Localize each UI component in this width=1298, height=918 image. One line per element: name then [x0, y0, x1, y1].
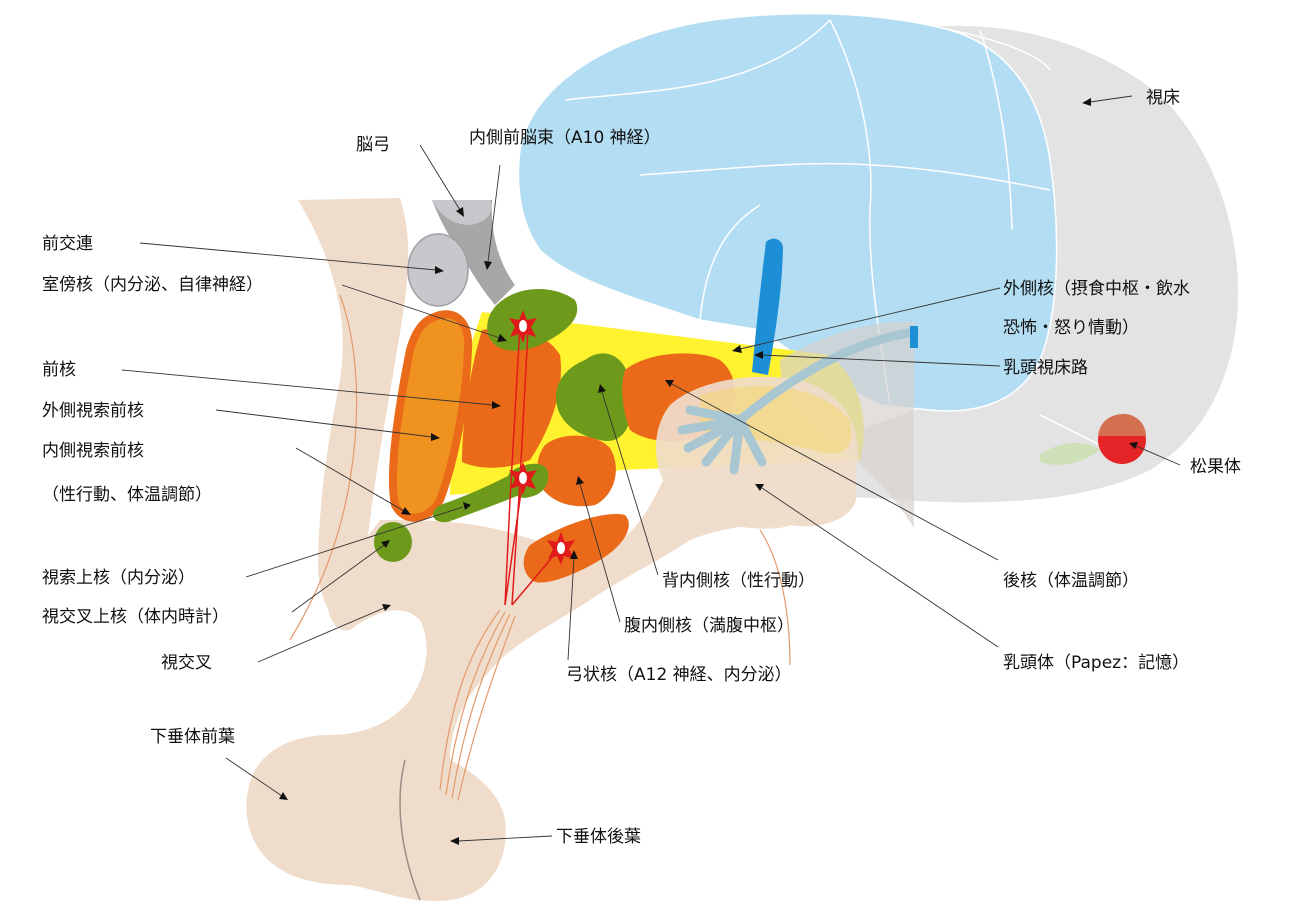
suprachiasmatic-nucleus	[374, 522, 412, 562]
label-anterior-pituitary: 下垂体前葉	[150, 727, 235, 747]
infundibulum-fibers	[439, 609, 516, 801]
dorsomedial-nucleus	[555, 353, 633, 441]
leader-lines	[121, 95, 1181, 845]
mammillothalamic-fan	[677, 327, 919, 475]
label-lateral-preoptic-nucleus: 外側視索前核	[42, 401, 144, 421]
label-supraoptic-nucleus: 視索上核（内分泌）	[42, 568, 195, 588]
label-pineal-body: 松果体	[1190, 457, 1241, 477]
label-medial-forebrain-bundle: 内側前脳束（A10 神経）	[469, 128, 661, 148]
label-mammillothalamic-tract: 乳頭視床路	[1003, 358, 1088, 378]
label-arcuate-nucleus: 弓状核（A12 神経、内分泌）	[566, 665, 792, 685]
neuron-icon-paraventricular	[509, 310, 537, 343]
arcuate-nucleus	[523, 514, 629, 583]
thalamus-outline	[949, 29, 1101, 446]
label-posterior-nucleus: 後核（体温調節）	[1003, 571, 1139, 591]
label-anterior-nucleus: 前核	[42, 360, 76, 380]
third-ventricle-wall	[298, 198, 409, 630]
label-paraventricular-nucleus: 室傍核（内分泌、自律神経）	[42, 275, 263, 295]
ventromedial-nucleus	[537, 435, 616, 507]
pineal-body-top	[1098, 414, 1146, 436]
label-suprachiasmatic-nucleus: 視交叉上核（体内時計）	[42, 607, 229, 627]
label-ventromedial-nucleus: 腹内側核（満腹中枢）	[624, 616, 794, 636]
lateral-preoptic-nucleus	[388, 310, 473, 522]
pituitary-divider	[399, 759, 421, 901]
anterior-nucleus	[462, 328, 561, 468]
label-medial-preoptic-function: （性行動、体温調節）	[42, 485, 212, 505]
label-thalamus: 視床	[1146, 88, 1180, 108]
label-lateral-nucleus-line1: 外側核（摂食中枢・飲水	[1003, 279, 1190, 299]
label-anterior-commissure: 前交連	[42, 234, 93, 254]
label-dorsomedial-nucleus: 背内側核（性行動）	[662, 571, 815, 591]
label-fornix: 脳弓	[356, 135, 390, 155]
fornix	[432, 200, 515, 305]
cortex-region	[517, 12, 1058, 412]
label-medial-preoptic-nucleus: 内側視索前核	[42, 441, 144, 461]
label-optic-chiasm: 視交叉	[161, 653, 212, 673]
cortex-sulcus	[564, 19, 1051, 406]
mammillothalamic-tract	[752, 238, 783, 375]
mammillary-fiber	[759, 529, 791, 666]
label-posterior-pituitary: 下垂体後葉	[556, 827, 641, 847]
neuron-icon-arcuate	[547, 532, 575, 565]
pale-green-region-lower	[1040, 443, 1100, 465]
tract-end-marker	[910, 326, 918, 348]
label-mammillary-body: 乳頭体（Papez：記憶）	[1003, 653, 1189, 673]
neuron-icon-ventromedial	[509, 462, 537, 495]
label-lateral-nucleus-line2: 恐怖・怒り情動）	[1003, 318, 1139, 338]
